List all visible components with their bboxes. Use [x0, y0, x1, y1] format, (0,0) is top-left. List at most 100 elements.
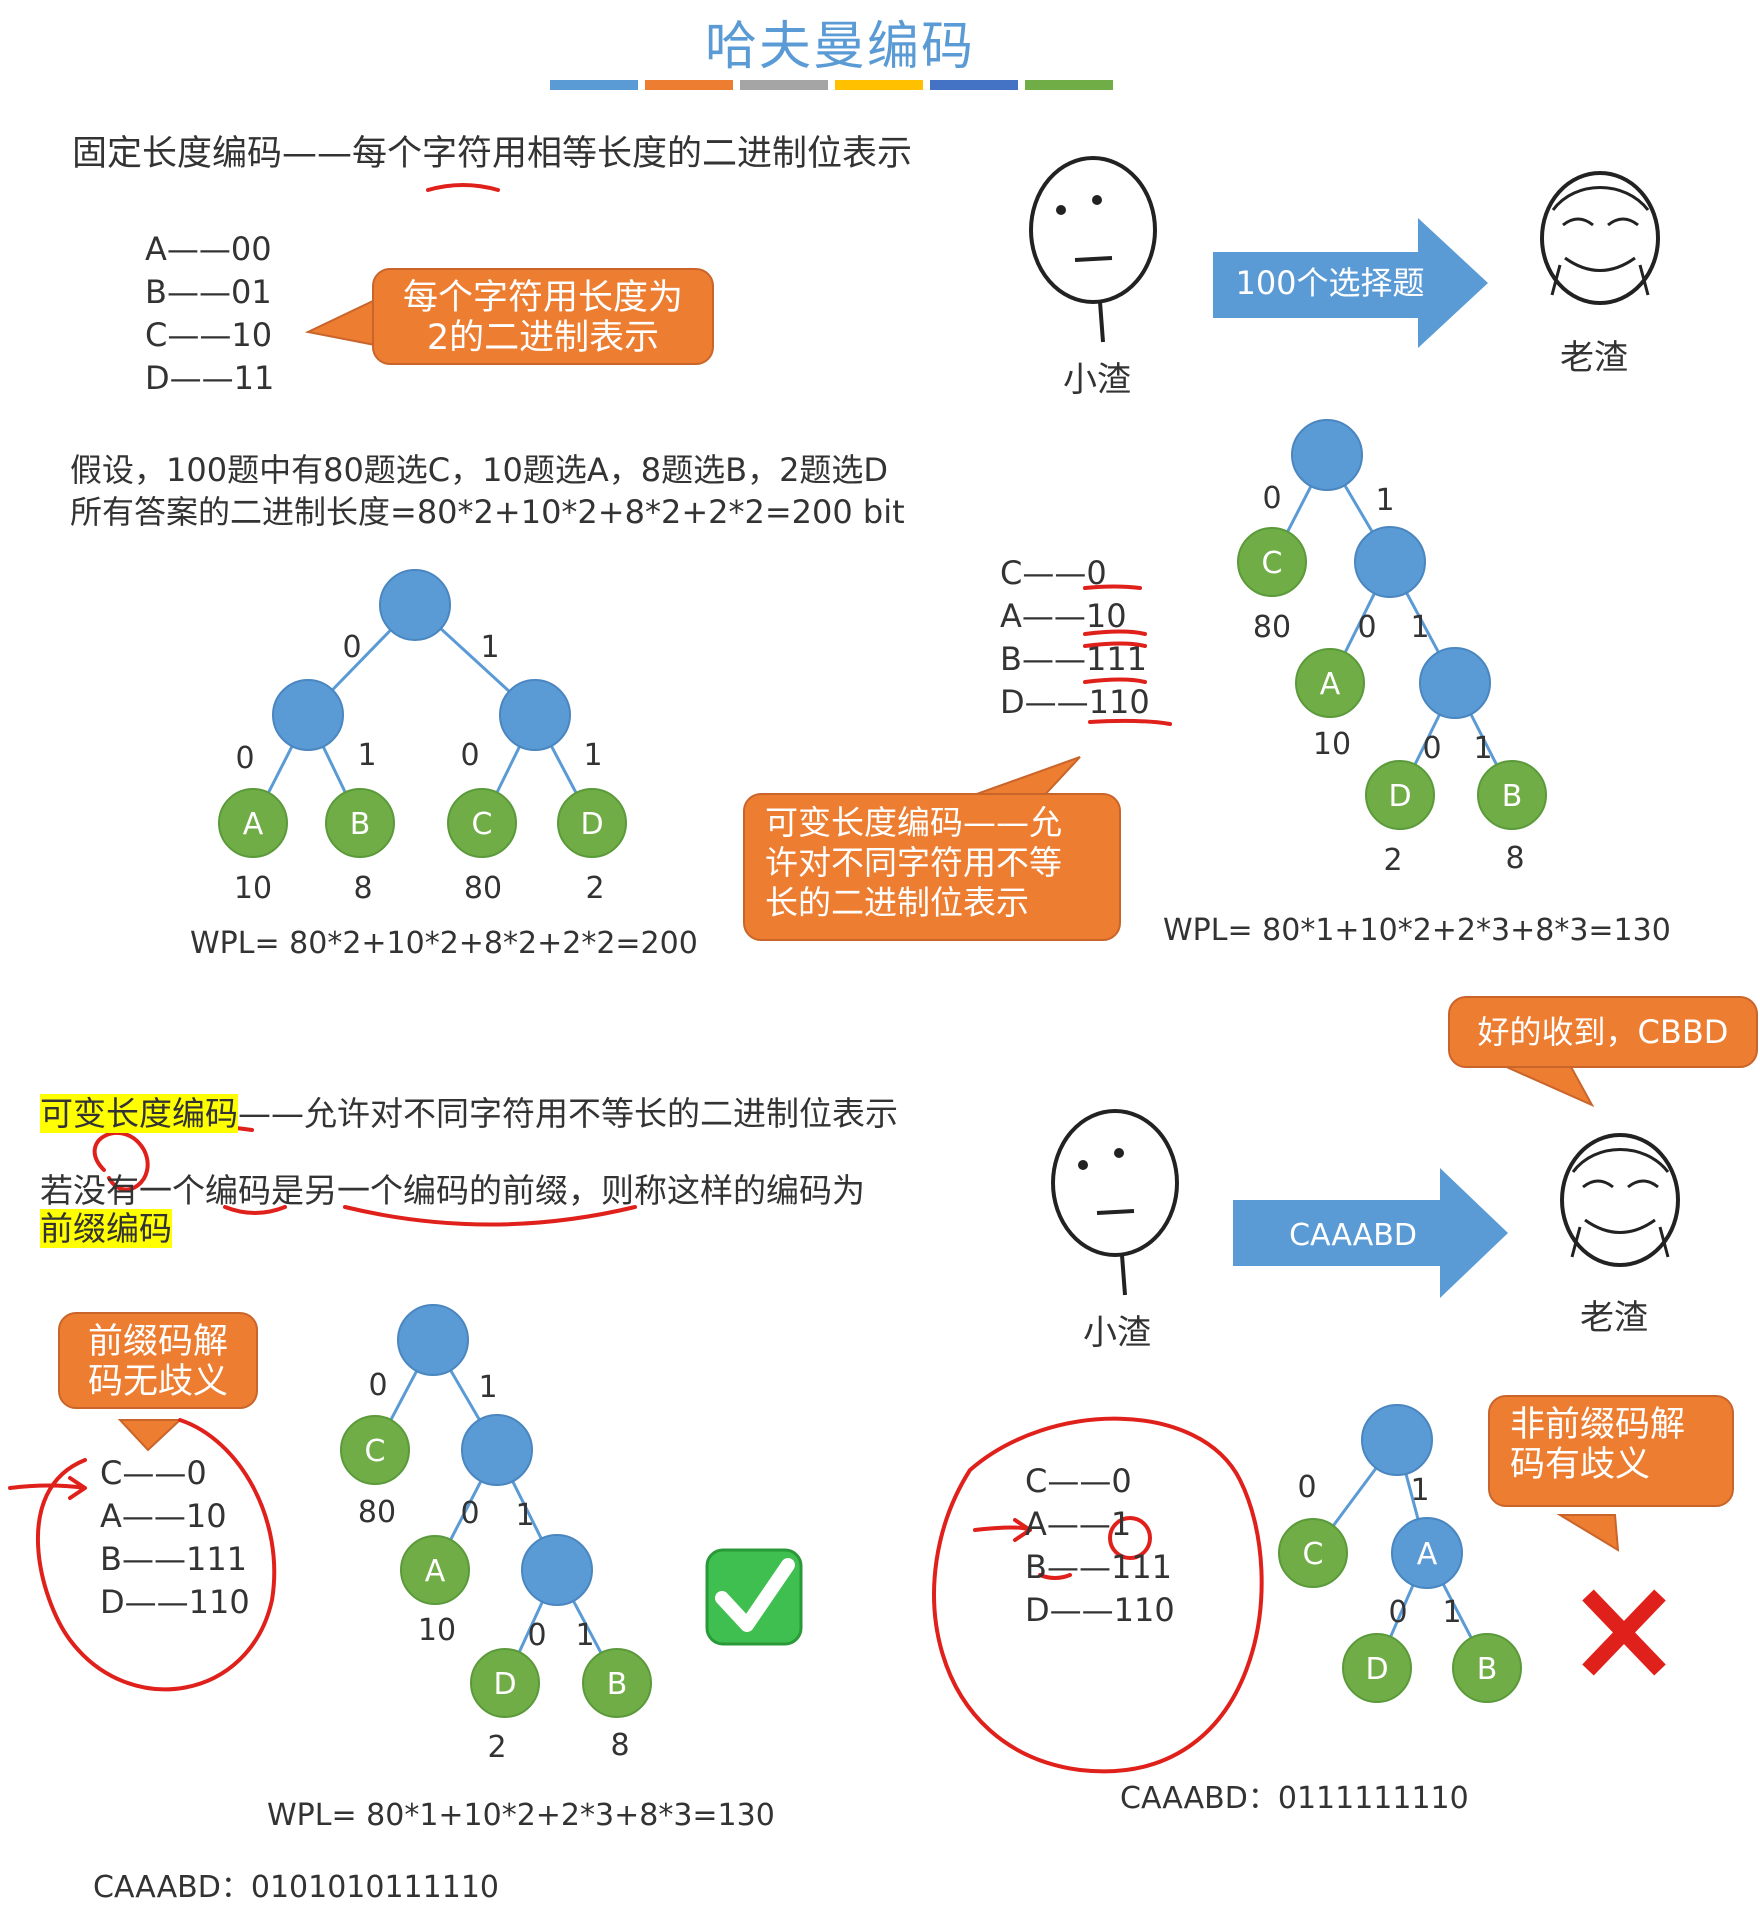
- tree4-leaf-b: [1452, 1633, 1522, 1703]
- title-color-bar: [550, 80, 1113, 90]
- code-letter: D——: [1025, 1591, 1114, 1629]
- tree1-weight: 2: [585, 871, 604, 906]
- tree2-leaf-label: D: [1388, 779, 1411, 814]
- nonprefix-callout: 非前缀码解 码有歧义: [1488, 1395, 1734, 1507]
- heading-part: 字符: [422, 134, 493, 174]
- code-row: A——00: [145, 230, 272, 268]
- tree2-weight: 80: [1253, 610, 1291, 645]
- callout-tail: [304, 298, 376, 347]
- tree1-leaf-label: B: [350, 807, 371, 842]
- tree3-root: [397, 1304, 469, 1376]
- code-row: A——10: [100, 1497, 227, 1535]
- tree4-node-label: D: [1365, 1652, 1388, 1687]
- code-row: D——110: [1000, 681, 1150, 724]
- variable-length-callout: 可变长度编码——允 许对不同字符用不等 长的二进制位表示: [743, 793, 1121, 941]
- code-row: A——10: [1000, 595, 1150, 638]
- arrow-label: 100个选择题: [1235, 264, 1424, 302]
- fixed-code-list: A——00 B——01 C——10 D——11: [145, 228, 274, 400]
- tree1-leaf-d: [557, 788, 627, 858]
- tree2-weight: 10: [1313, 727, 1351, 762]
- tree4-edge-label: 1: [1410, 1473, 1429, 1508]
- tree3-leaf-label: D: [493, 1667, 516, 1702]
- code-letter: A——: [1000, 597, 1086, 635]
- def-rest: ——允许对不同字符用不等长的二进制位表示: [238, 1094, 898, 1133]
- code-bits: 111: [1085, 640, 1148, 678]
- code-letter: B——: [1025, 1548, 1111, 1586]
- tree4-edge-label: 0: [1297, 1470, 1316, 1505]
- callout-line: 可变长度编码——允: [765, 803, 1062, 842]
- callout-tail: [1556, 1514, 1620, 1552]
- tree2-leaf-label: A: [1320, 667, 1341, 702]
- tree3-leaf-d: [470, 1648, 540, 1718]
- heading-part: 固定长度编码——每个: [72, 134, 423, 174]
- tree1-edge-label: 1: [583, 738, 602, 773]
- tree3-wpl: WPL= 80*1+10*2+2*3+8*3=130: [267, 1798, 775, 1833]
- tree1-edge-label: 0: [342, 630, 361, 665]
- callout-line: 码有歧义: [1510, 1445, 1651, 1485]
- tree2-leaf-label: C: [1262, 546, 1283, 581]
- sender-label: 小渣: [1083, 1313, 1151, 1353]
- encoded-right: CAAABD：0111111110: [1120, 1781, 1469, 1816]
- tree1-leaf-a: [218, 788, 288, 858]
- tree3-leaf-a: [400, 1535, 470, 1605]
- tree2-wpl: WPL= 80*1+10*2+2*3+8*3=130: [1163, 913, 1671, 948]
- code-row: B——111: [1025, 1546, 1175, 1589]
- highlight-term: 前缀编码: [40, 1209, 172, 1248]
- tree2-leaf-c: [1237, 527, 1307, 597]
- variable-length-def: 可变长度编码——允许对不同字符用不等长的二进制位表示: [40, 1093, 898, 1134]
- code-bits: 10: [1085, 597, 1127, 635]
- tree1-root: [379, 569, 451, 641]
- tree2-weight: 2: [1383, 843, 1402, 878]
- reply-callout: 好的收到，CBBD: [1448, 996, 1758, 1068]
- code-letter: C——: [1000, 554, 1087, 592]
- tree3-edge-label: 0: [368, 1368, 387, 1403]
- code-row: B——111: [100, 1540, 248, 1578]
- tree3-leaf-label: A: [425, 1554, 446, 1589]
- tree2-leaf-label: B: [1502, 779, 1523, 814]
- code-letter: D——: [1000, 683, 1089, 721]
- encoded-left: CAAABD：0101010111110: [93, 1870, 499, 1905]
- tree2-edge-label: 0: [1262, 481, 1281, 516]
- arrow-right-icon: [1233, 1168, 1508, 1298]
- prefix-code-list: C——0 A——10 B——111 D——110: [100, 1452, 250, 1624]
- tree1-edge-label: 0: [460, 738, 479, 773]
- tree4-leaf-d: [1342, 1633, 1412, 1703]
- tree1-edge-label: 0: [235, 741, 254, 776]
- tree3-internal: [461, 1414, 533, 1486]
- heading-part: 用相等长度的二进制位表示: [492, 134, 913, 174]
- tree3-edge-label: 1: [478, 1370, 497, 1405]
- tree1-weight: 80: [464, 871, 502, 906]
- tree2-leaf-a: [1295, 648, 1365, 718]
- tree3-weight: 2: [487, 1730, 506, 1765]
- receiver-label: 老渣: [1580, 1298, 1648, 1338]
- tree2-root: [1291, 419, 1363, 491]
- tree4-node-a: [1391, 1517, 1463, 1589]
- code-letter: C——: [1025, 1462, 1112, 1500]
- wrong-cross-icon: [1582, 1589, 1666, 1676]
- receiver-label: 老渣: [1560, 338, 1628, 378]
- tree3-leaf-b: [582, 1648, 652, 1718]
- code-letter: A——: [1025, 1505, 1111, 1543]
- code-row: D——110: [100, 1583, 250, 1621]
- arrow-right-icon: [1213, 218, 1488, 348]
- code-row: C——10: [145, 316, 273, 354]
- tree1-leaf-label: D: [580, 807, 603, 842]
- code-row: C——0: [1025, 1460, 1175, 1503]
- tree1-internal-right: [499, 679, 571, 751]
- sender-label: 小渣: [1063, 360, 1131, 400]
- tree3-weight: 80: [358, 1495, 396, 1530]
- tree1-leaf-label: C: [472, 807, 493, 842]
- tree4-node-label: B: [1477, 1652, 1498, 1687]
- code-row: D——11: [145, 359, 275, 397]
- tree3-edge-label: 0: [460, 1496, 479, 1531]
- tree1-leaf-label: A: [243, 807, 264, 842]
- code-row: C——0: [1000, 552, 1150, 595]
- callout-tail: [117, 1419, 183, 1452]
- callout-line: 码无歧义: [87, 1362, 228, 1402]
- tree3-leaf-label: C: [365, 1434, 386, 1469]
- tree2-leaf-d: [1365, 760, 1435, 830]
- callout-line: 2的二进制表示: [426, 318, 660, 358]
- smug-face-icon: [1560, 1133, 1680, 1267]
- code-row: B——111: [1000, 638, 1150, 681]
- tree1-internal-left: [272, 679, 344, 751]
